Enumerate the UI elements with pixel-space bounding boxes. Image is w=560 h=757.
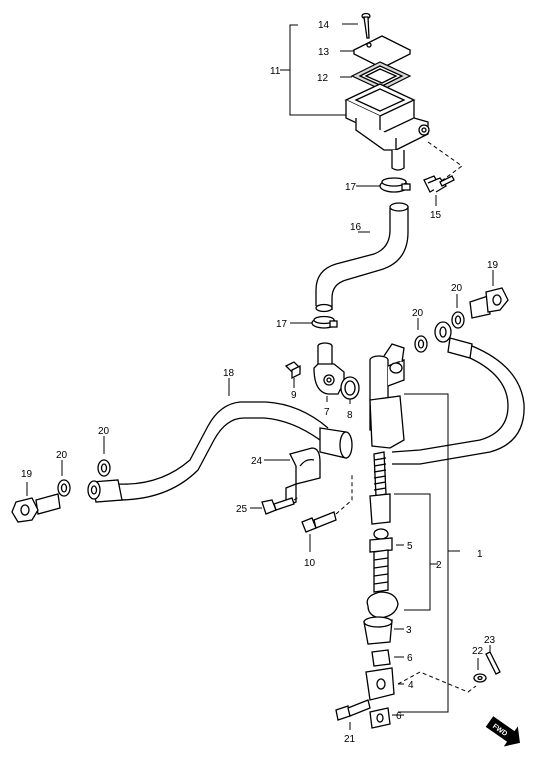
callout-24: 24 xyxy=(251,456,263,467)
callout-6-upper: 6 xyxy=(407,653,413,664)
callout-2: 2 xyxy=(436,560,442,571)
callout-16: 16 xyxy=(350,222,362,233)
hose-fitting xyxy=(313,342,345,402)
cotter-pin xyxy=(485,645,501,675)
reservoir-mount-bolt xyxy=(423,175,455,206)
callout-23: 23 xyxy=(484,635,496,646)
washer-upper-right-b xyxy=(451,294,465,329)
callout-11: 11 xyxy=(270,66,281,77)
callout-20-right-b: 20 xyxy=(451,283,463,294)
pin-washer xyxy=(473,658,487,683)
callout-4: 4 xyxy=(408,680,414,691)
callout-1: 1 xyxy=(477,549,483,560)
callout-20-left-b: 20 xyxy=(98,426,110,437)
master-cylinder-body xyxy=(369,343,405,449)
callout-15: 15 xyxy=(430,210,442,221)
callout-7: 7 xyxy=(324,407,330,418)
washer-upper-right-a xyxy=(414,318,428,353)
lower-clamp xyxy=(290,315,338,329)
callout-25: 25 xyxy=(236,504,248,515)
callout-13: 13 xyxy=(318,47,330,58)
forward-arrow-badge: FWD xyxy=(485,716,520,747)
hose-clamp-bracket xyxy=(264,447,321,507)
mounting-bolt xyxy=(301,474,353,552)
reservoir-cap-screw xyxy=(342,12,371,39)
fitting-screw xyxy=(284,361,302,388)
callout-18: 18 xyxy=(223,368,235,379)
union-bolt-right xyxy=(469,270,509,319)
reservoir-body xyxy=(344,83,430,171)
clamp-bolt xyxy=(250,495,301,515)
reservoir-diaphragm xyxy=(340,61,412,91)
washer-left-b xyxy=(97,436,111,477)
callout-22: 22 xyxy=(472,646,484,657)
clevis-pin xyxy=(335,699,371,730)
washer-left-a xyxy=(57,460,71,497)
union-bolt-left xyxy=(11,482,61,523)
callout-5: 5 xyxy=(407,541,413,552)
callout-9: 9 xyxy=(291,390,297,401)
callout-12: 12 xyxy=(317,73,329,84)
callout-6-lower: 6 xyxy=(396,711,402,722)
callout-8: 8 xyxy=(347,410,353,421)
callout-17-upper: 17 xyxy=(345,182,357,193)
callout-20-right-a: 20 xyxy=(412,308,424,319)
front-brake-hose xyxy=(391,321,525,465)
callout-20-left-a: 20 xyxy=(56,450,68,461)
upper-clamp xyxy=(356,177,411,193)
piston-kit xyxy=(363,451,399,729)
rear-brake-hose xyxy=(87,378,353,503)
reservoir-assembly xyxy=(280,12,463,206)
callout-3: 3 xyxy=(406,625,412,636)
callout-17-lower: 17 xyxy=(276,319,288,330)
callout-14: 14 xyxy=(318,20,330,31)
callout-10: 10 xyxy=(304,558,316,569)
reservoir-hose xyxy=(315,202,409,313)
callout-19-right: 19 xyxy=(487,260,499,271)
callout-21: 21 xyxy=(344,734,356,745)
o-ring xyxy=(340,376,360,404)
reservoir-cap xyxy=(340,35,412,69)
callout-19-left: 19 xyxy=(21,469,33,480)
